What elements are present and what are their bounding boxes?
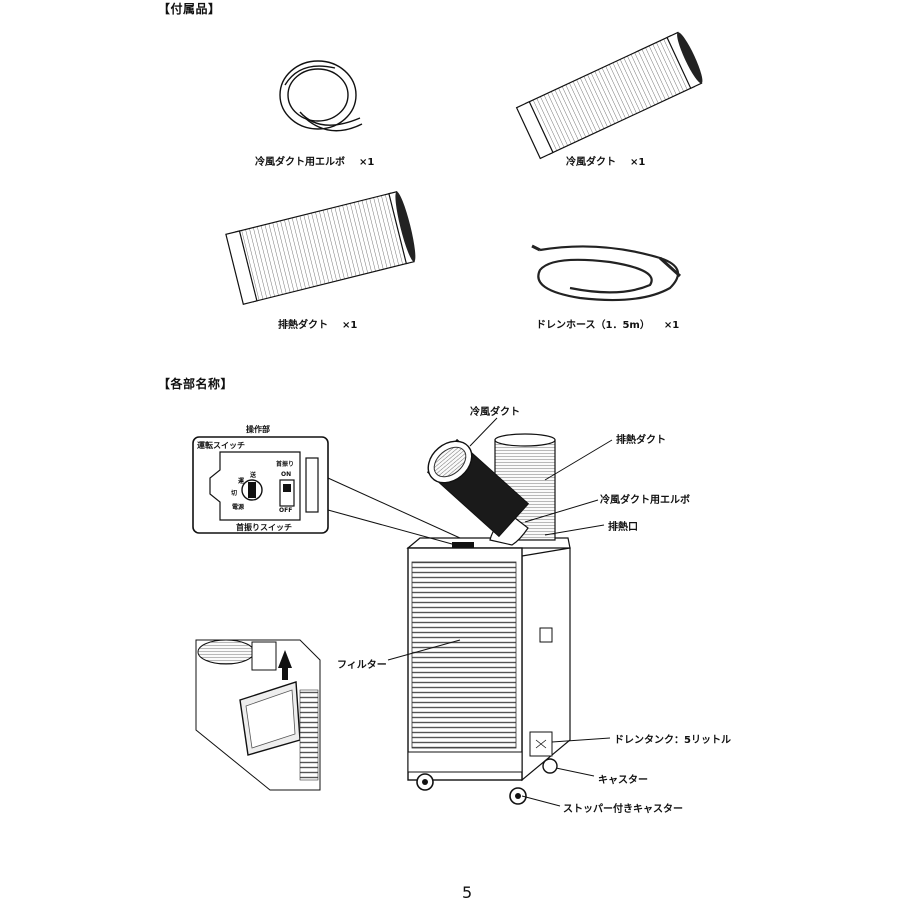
parts-heading: 【各部名称】	[158, 377, 234, 391]
dial-label-power: 電源	[232, 504, 245, 511]
swing-off-label: OFF	[279, 507, 293, 514]
control-panel-title: 操作部	[246, 425, 270, 434]
label-drain-tank: ドレンタンク：5リットル	[614, 735, 731, 746]
label-exhaust-duct: 排熱ダクト	[616, 435, 666, 446]
exhaust-duct-illustration	[225, 191, 416, 305]
run-switch-label: 運転スイッチ	[197, 441, 245, 450]
dial-label-fan: 送	[250, 472, 257, 479]
accessory-caption-exhaust-duct: 排熱ダクト ×1	[278, 316, 357, 331]
swing-switch-label: 首振りスイッチ	[236, 523, 292, 532]
accessory-name: 冷風ダクト用エルボ	[255, 157, 345, 168]
accessory-name: 排熱ダクト	[278, 320, 328, 331]
drain-hose-illustration	[531, 244, 682, 302]
swing-title: 首振り	[276, 461, 295, 468]
label-stopper-caster: ストッパー付きキャスター	[563, 804, 683, 815]
accessory-name: 冷風ダクト	[566, 157, 616, 168]
accessory-qty: ×1	[342, 320, 358, 331]
label-exhaust-port: 排熱口	[608, 522, 638, 533]
label-elbow: 冷風ダクト用エルボ	[600, 495, 690, 506]
page-number: 5	[462, 883, 473, 902]
elbow-illustration	[279, 60, 363, 132]
accessory-qty: ×1	[630, 157, 646, 168]
accessory-qty: ×1	[359, 157, 375, 168]
label-caster: キャスター	[598, 775, 648, 786]
accessory-caption-elbow: 冷風ダクト用エルボ ×1	[255, 153, 374, 168]
filter-inset-illustration	[195, 639, 321, 791]
accessory-name: ドレンホース（1．5m）	[536, 320, 650, 331]
label-cold-duct: 冷風ダクト	[470, 407, 520, 418]
accessory-caption-drain-hose: ドレンホース（1．5m） ×1	[536, 316, 679, 331]
cold-duct-illustration	[515, 31, 703, 160]
accessory-caption-cold-duct: 冷風ダクト ×1	[566, 153, 645, 168]
accessories-heading: 【付属品】	[158, 2, 221, 16]
accessory-qty: ×1	[663, 320, 680, 331]
swing-on-label: ON	[281, 471, 292, 478]
cooler-unit-illustration	[406, 433, 571, 805]
label-filter: フィルター	[337, 660, 387, 671]
dial-label-run: 運	[238, 478, 245, 485]
control-panel-illustration	[192, 436, 329, 534]
leader-lines	[387, 417, 613, 807]
dial-label-off: 切	[231, 490, 238, 497]
